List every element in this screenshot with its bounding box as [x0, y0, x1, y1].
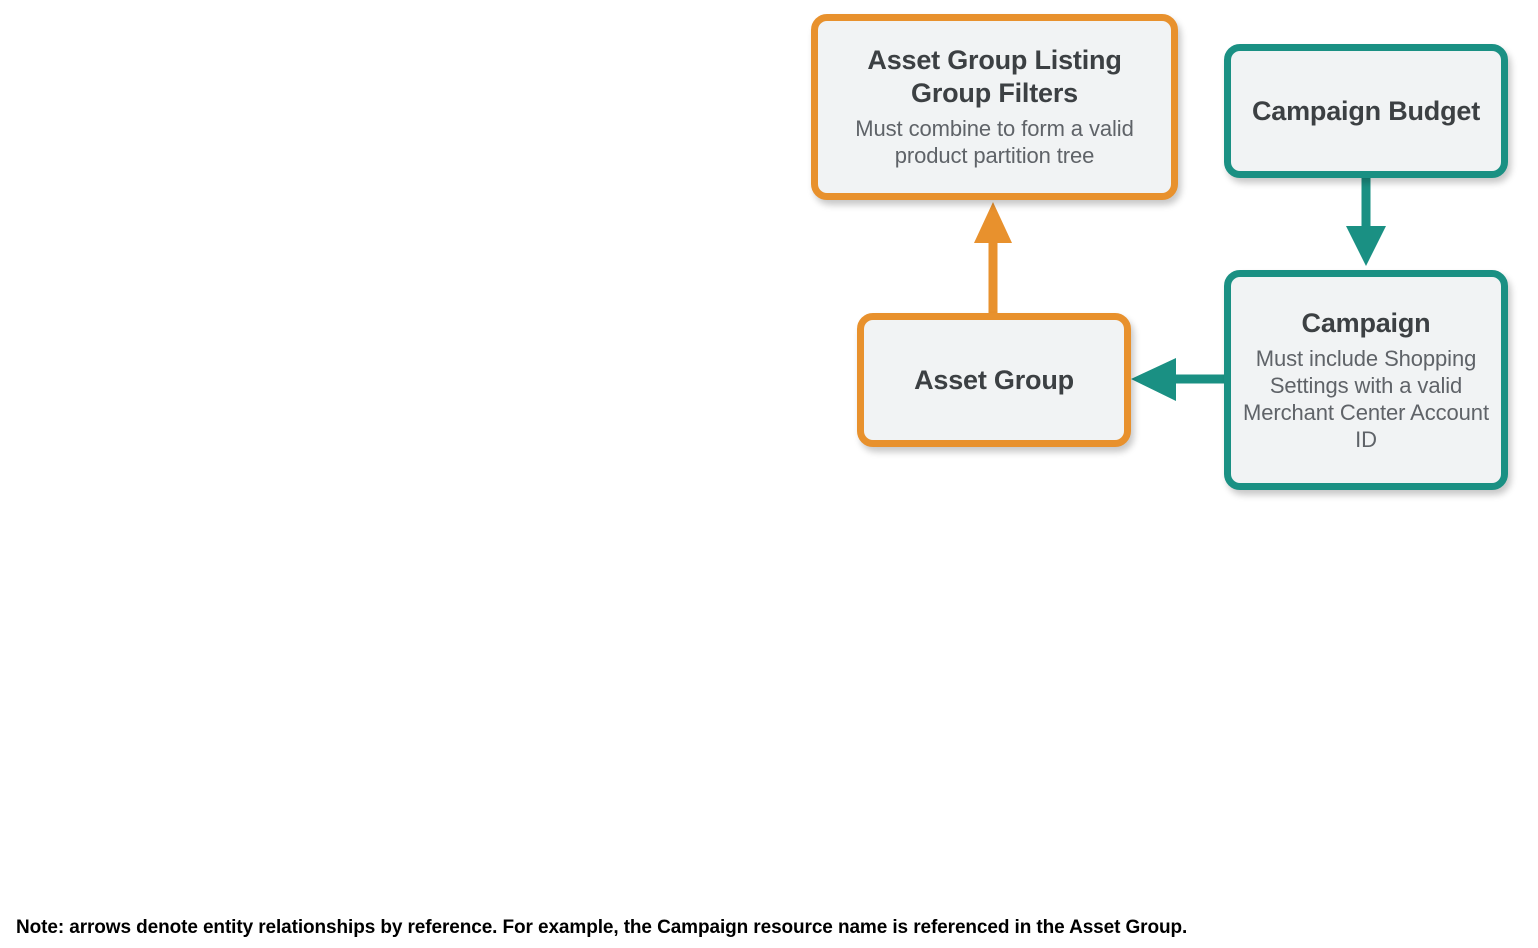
- node-campaign[interactable]: Campaign Must include Shopping Settings …: [1224, 270, 1508, 490]
- node-title: Campaign: [1301, 307, 1431, 338]
- arrowhead-up-icon: [974, 202, 1012, 243]
- node-description: Must include Shopping Settings with a va…: [1243, 346, 1489, 452]
- connector-campaign-budget-to-campaign: [1346, 178, 1386, 266]
- node-title: Asset Group: [914, 364, 1074, 395]
- node-asset-group[interactable]: Asset Group: [857, 313, 1131, 447]
- node-campaign-budget[interactable]: Campaign Budget: [1224, 44, 1508, 178]
- node-description: Must combine to form a valid product par…: [855, 116, 1134, 168]
- connector-campaign-to-asset-group: [1131, 358, 1224, 401]
- node-title: Asset Group Listing Group Filters: [867, 45, 1122, 108]
- diagram-note: Note: arrows denote entity relationships…: [16, 917, 1188, 938]
- arrowhead-down-icon: [1346, 226, 1386, 266]
- node-title: Campaign Budget: [1251, 95, 1480, 126]
- connector-asset-group-to-listing-group-filters: [974, 202, 1012, 313]
- node-asset-group-listing-group-filters[interactable]: Asset Group Listing Group Filters Must c…: [811, 14, 1178, 200]
- arrowhead-left-icon: [1131, 358, 1176, 401]
